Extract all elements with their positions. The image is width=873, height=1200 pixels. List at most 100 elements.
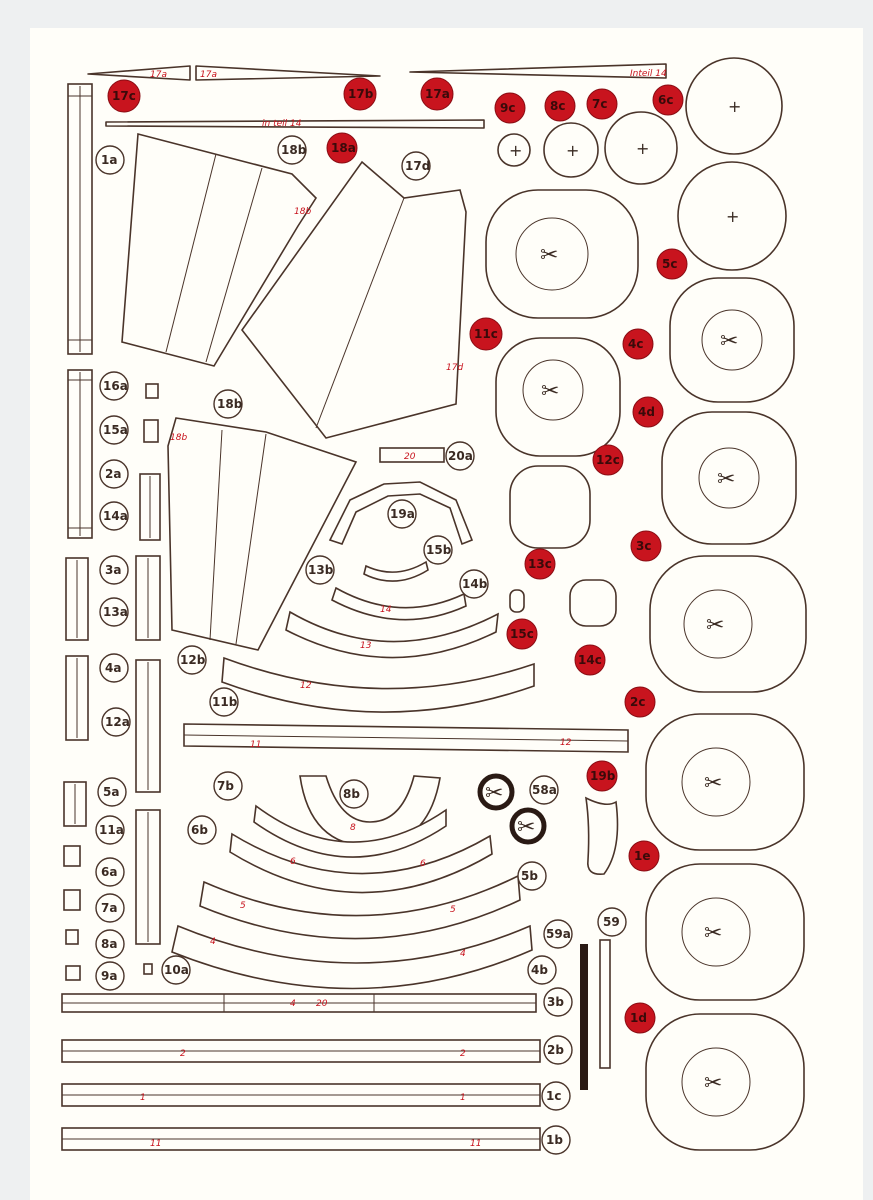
svg-text:1c: 1c	[546, 1089, 561, 1103]
label-9c: 9c	[494, 92, 526, 124]
plate-4c	[669, 277, 795, 403]
label-2c: 2c	[624, 686, 656, 718]
part-13b-arc	[285, 610, 499, 659]
text-in-teil-14-right: Inteil 14	[630, 69, 667, 79]
scissors-icon: ✂	[541, 379, 559, 404]
label-8a: 8a	[95, 929, 125, 959]
label-15a: 15a	[99, 415, 129, 445]
label-16a: 16a	[99, 371, 129, 401]
label-13c: 13c	[524, 548, 556, 580]
part-15b-arc	[363, 560, 429, 582]
label-18a: 18a	[326, 132, 358, 164]
svg-text:4: 4	[210, 937, 216, 947]
svg-text:7a: 7a	[101, 901, 117, 915]
svg-text:12b: 12b	[180, 653, 206, 667]
label-12b: 12b	[177, 645, 207, 675]
svg-text:58a: 58a	[532, 783, 557, 797]
plus-icon: +	[728, 97, 741, 116]
rounded-squares: ✂ ✂ ✂ ✂ ✂ ✂ ✂ ✂	[485, 189, 807, 1151]
label-10a: 10a	[161, 955, 191, 985]
label-8b: 8b	[339, 779, 369, 809]
svg-text:13: 13	[360, 641, 372, 651]
disc-7c	[604, 111, 678, 185]
part-11a-strip	[135, 809, 161, 945]
plate-15c	[509, 589, 525, 613]
disc-58a-2	[509, 807, 547, 845]
svg-text:2a: 2a	[105, 467, 121, 481]
mark-17d-panel: 17d	[446, 363, 463, 373]
label-17a: 17a	[420, 77, 454, 111]
label-7a: 7a	[95, 893, 125, 923]
disc-5c	[677, 161, 787, 271]
label-19a: 19a	[387, 499, 417, 529]
label-6a: 6a	[95, 857, 125, 887]
svg-text:8b: 8b	[343, 787, 360, 801]
part-5b-arc	[199, 874, 521, 940]
label-4c: 4c	[622, 328, 654, 360]
label-59a: 59a	[543, 919, 573, 949]
part-6b-arc	[229, 832, 493, 894]
svg-text:10a: 10a	[164, 963, 189, 977]
svg-text:8a: 8a	[101, 937, 117, 951]
svg-text:15c: 15c	[510, 627, 534, 641]
svg-text:2c: 2c	[630, 695, 645, 709]
plus-icon: +	[509, 141, 522, 160]
svg-text:15a: 15a	[103, 423, 128, 437]
svg-text:5: 5	[450, 905, 456, 915]
part-2b-strip	[61, 1039, 541, 1063]
label-1e: 1e	[628, 840, 660, 872]
svg-text:9a: 9a	[101, 969, 117, 983]
part-3b-strip: 20	[61, 993, 537, 1013]
plate-14c	[569, 579, 617, 627]
svg-text:18b: 18b	[281, 143, 307, 157]
part-in-teil-14-needle-left: in teil 14	[105, 119, 485, 129]
label-12a: 12a	[101, 707, 131, 737]
label-1b: 1b	[541, 1125, 571, 1155]
svg-text:6: 6	[290, 857, 296, 867]
plus-icon: +	[566, 141, 579, 160]
svg-text:1d: 1d	[630, 1011, 647, 1025]
svg-text:13a: 13a	[103, 605, 128, 619]
svg-text:20a: 20a	[448, 449, 473, 463]
label-6b: 6b	[187, 815, 217, 845]
svg-text:2b: 2b	[547, 1043, 564, 1057]
svg-text:19a: 19a	[390, 507, 415, 521]
label-2b: 2b	[543, 1035, 573, 1065]
svg-text:3b: 3b	[547, 995, 564, 1009]
disc-6c	[685, 57, 783, 155]
svg-text:11: 11	[150, 1139, 161, 1149]
part-17d-panel: 17d	[241, 160, 467, 439]
small-tabs	[63, 383, 159, 981]
text-in-teil-14-left: in teil 14	[262, 119, 302, 129]
strip-marks: 4 2 2 1 1 11 11 11 12 12 13 14 4 4 5 5 6…	[140, 605, 572, 1149]
label-14b: 14b	[459, 569, 489, 599]
svg-text:18b: 18b	[217, 397, 243, 411]
svg-text:17c: 17c	[112, 89, 136, 103]
label-14c: 14c	[574, 644, 606, 676]
part-1b-strip	[61, 1127, 541, 1151]
part-7b-arc	[253, 804, 447, 858]
label-6c: 6c	[652, 84, 684, 116]
label-59: 59	[597, 907, 627, 937]
svg-text:11: 11	[250, 740, 261, 750]
plate-2c	[645, 713, 805, 851]
plate-3c	[649, 555, 807, 693]
svg-text:5: 5	[240, 901, 246, 911]
svg-text:19b: 19b	[590, 769, 616, 783]
part-13a-strip	[135, 555, 161, 641]
label-15b: 15b	[423, 535, 453, 565]
svg-text:4a: 4a	[105, 661, 121, 675]
scissors-icon: ✂	[720, 329, 738, 354]
label-12c: 12c	[592, 444, 624, 476]
svg-text:1: 1	[460, 1093, 466, 1103]
svg-text:12a: 12a	[105, 715, 130, 729]
disc-58a-1	[477, 773, 515, 811]
svg-text:14b: 14b	[462, 577, 488, 591]
label-1a: 1a	[95, 145, 125, 175]
svg-text:4: 4	[290, 999, 296, 1009]
svg-text:11b: 11b	[212, 695, 238, 709]
label-7c: 7c	[586, 88, 618, 120]
part-19a-arc	[328, 481, 474, 546]
scissors-icon: ✂	[704, 921, 722, 946]
